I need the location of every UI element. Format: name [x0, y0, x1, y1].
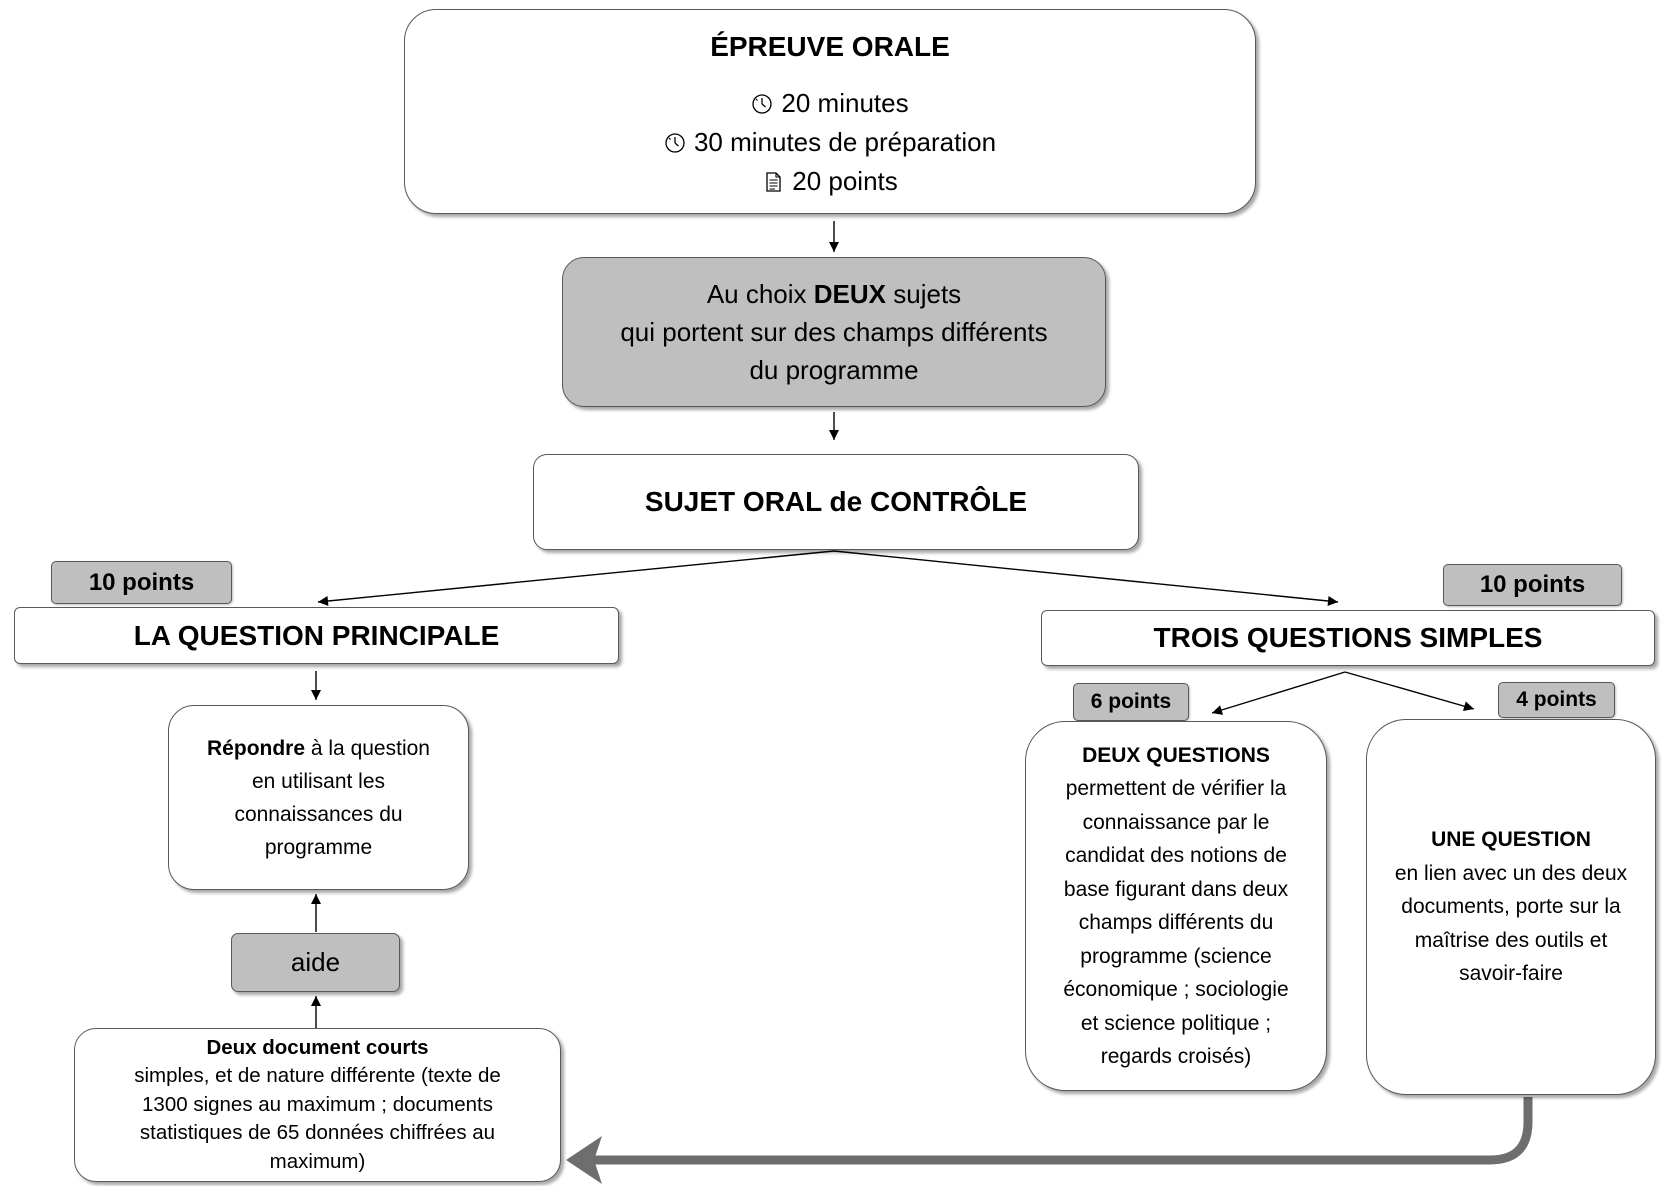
choice-box: Au choix DEUX sujets qui portent sur des… [562, 257, 1106, 407]
choice-line-3: du programme [749, 355, 919, 385]
clock-icon [664, 132, 686, 154]
choice-count: DEUX [813, 279, 887, 309]
documents-title: Deux document courts [206, 1035, 429, 1059]
arrow-simple-to-one-question [1344, 671, 1475, 712]
simple-questions-points-badge: 10 points [1443, 564, 1622, 606]
documents-line-3: statistiques de 65 données chiffrées au [139, 1121, 496, 1145]
choice-suffix: sujets [893, 279, 962, 309]
arrow-subject-to-simple-questions [833, 550, 1339, 606]
two-questions-line-1: permettent de vérifier la [1065, 777, 1287, 800]
one-question-points-badge: 4 points [1498, 682, 1615, 718]
two-questions-line-7: économique ; sociologie [1063, 978, 1289, 1001]
exam-title: ÉPREUVE ORALE [710, 31, 950, 62]
aid-label: aide [290, 947, 341, 977]
exam-duration: 20 minutes [751, 84, 909, 123]
two-questions-line-3: candidat des notions de [1065, 844, 1287, 867]
exam-preparation: 30 minutes de préparation [664, 123, 996, 162]
exam-box: ÉPREUVE ORALE 20 minutes 30 minutes de p… [404, 9, 1256, 214]
one-question-box: UNE QUESTION en lien avec un des deux do… [1366, 719, 1656, 1095]
exam-preparation-text: 30 minutes de préparation [693, 127, 997, 157]
documents-line-2: 1300 signes au maximum ; documents [142, 1092, 493, 1116]
document-icon [762, 171, 784, 193]
task-verb: Répondre [207, 736, 306, 760]
one-question-line-4: savoir-faire [1459, 962, 1563, 986]
documents-box: Deux document courts simples, et de natu… [74, 1028, 561, 1182]
choice-prefix: Au choix [706, 279, 807, 309]
task-line-4: programme [264, 835, 373, 859]
two-questions-box: DEUX QUESTIONS permettent de vérifier la… [1025, 721, 1327, 1091]
main-question-title: LA QUESTION PRINCIPALE [133, 619, 500, 651]
one-question-line-3: maîtrise des outils et [1414, 928, 1608, 952]
documents-line-1: simples, et de nature différente (texte … [134, 1064, 501, 1088]
exam-points-text: 20 points [792, 166, 898, 196]
two-questions-line-9: regards croisés) [1100, 1045, 1252, 1068]
two-questions-line-6: programme (science [1080, 944, 1272, 968]
return-arrow [566, 1097, 1533, 1184]
exam-duration-text: 20 minutes [781, 88, 909, 118]
choice-line-2: qui portent sur des champs différents [620, 317, 1048, 347]
two-questions-points-badge: 6 points [1073, 683, 1189, 721]
task-box: Répondre à la question en utilisant les … [168, 705, 469, 890]
task-line-2: en utilisant les [251, 769, 386, 793]
exam-points: 20 points [762, 162, 898, 201]
task-line-3: connaissances du [234, 802, 403, 826]
one-question-line-2: documents, porte sur la [1401, 895, 1621, 919]
one-question-title: UNE QUESTION [1431, 828, 1591, 852]
task-rest: à la question [310, 736, 430, 760]
main-question-box: LA QUESTION PRINCIPALE [14, 607, 619, 664]
aid-box: aide [231, 933, 400, 992]
subject-box: SUJET ORAL de CONTRÔLE [533, 454, 1139, 550]
two-questions-line-8: et science politique ; [1080, 1011, 1272, 1035]
two-questions-line-5: champs différents du [1078, 911, 1274, 934]
clock-icon [751, 93, 773, 115]
return-arrowhead [566, 1136, 602, 1184]
two-questions-title: DEUX QUESTIONS [1082, 743, 1270, 767]
arrow-subject-to-main-question [317, 550, 835, 606]
choice-line-1: Au choix DEUX sujets [707, 275, 961, 313]
simple-questions-title: TROIS QUESTIONS SIMPLES [1153, 622, 1543, 653]
two-questions-line-4: base figurant dans deux [1063, 877, 1289, 901]
documents-line-4: maximum) [269, 1149, 366, 1173]
two-questions-line-2: connaissance par le [1082, 810, 1270, 834]
task-line-1: Répondre à la question [207, 732, 430, 765]
subject-title: SUJET ORAL de CONTRÔLE [644, 486, 1028, 517]
arrow-simple-to-two-questions [1211, 671, 1346, 715]
main-question-points-badge: 10 points [51, 561, 232, 604]
simple-questions-box: TROIS QUESTIONS SIMPLES [1041, 610, 1655, 666]
one-question-line-1: en lien avec un des deux [1394, 861, 1628, 885]
